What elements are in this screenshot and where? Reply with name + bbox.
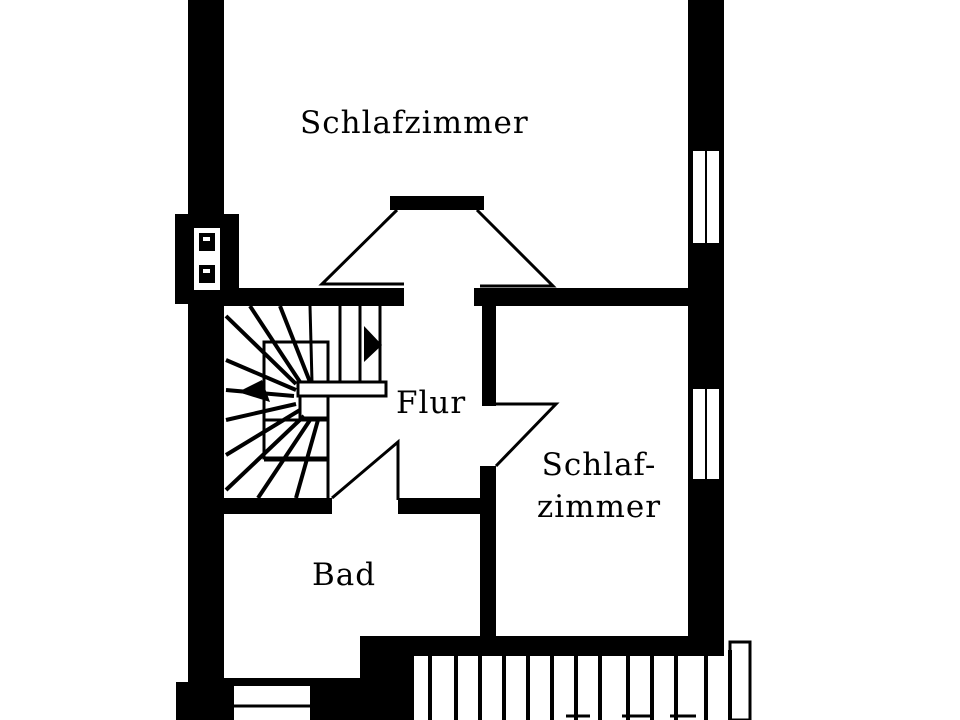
door-swing-bedroom2 xyxy=(494,402,560,468)
railing-frame-left xyxy=(410,652,414,720)
railing-frame-right xyxy=(728,640,752,720)
wall-flur-right-lower xyxy=(480,466,496,646)
wall-bad-top-right xyxy=(398,498,482,514)
wall-bedroom2-top xyxy=(474,288,688,306)
stair-arrow-tail xyxy=(238,380,270,402)
wall-flur-right-upper xyxy=(482,306,496,406)
bad-bottom-wall-line xyxy=(224,678,360,682)
room-label-schlafzimmer-1: Schlafzimmer xyxy=(300,105,529,141)
room-label-schlafzimmer-2-line2: zimmer xyxy=(536,489,662,525)
wall-bad-top-left xyxy=(224,498,332,514)
wall-left-outer xyxy=(188,0,224,690)
bay-window-top xyxy=(390,196,484,210)
wall-stair-top xyxy=(224,288,404,306)
wall-right-outer xyxy=(688,0,724,650)
door-swing-bad xyxy=(331,438,400,500)
wall-bedroom2-bottom xyxy=(360,636,724,656)
room-label-schlafzimmer-2-line1: Schlaf- xyxy=(541,447,657,483)
arrow-right-icon xyxy=(364,326,382,362)
room-label-bad: Bad xyxy=(312,557,377,593)
window-right-upper xyxy=(691,149,721,245)
room-label-flur: Flur xyxy=(396,385,467,421)
window-right-lower xyxy=(691,387,721,481)
bay-window xyxy=(318,208,557,288)
window-bottom-left xyxy=(234,686,310,720)
railing-icon xyxy=(428,650,732,720)
chimney-icon xyxy=(194,228,220,290)
staircase-icon xyxy=(224,304,388,500)
room-label-schlafzimmer-2: Schlaf- zimmer xyxy=(524,444,674,528)
